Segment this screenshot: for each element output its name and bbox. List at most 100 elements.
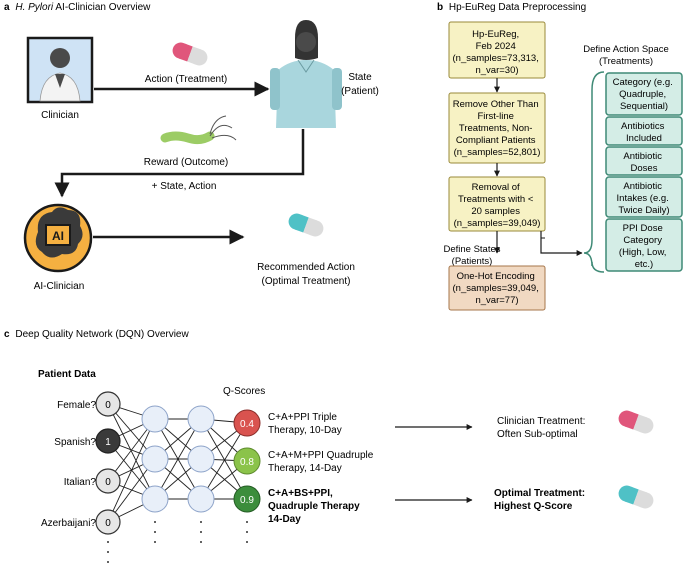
action-space-line1: Define Action Space (583, 44, 669, 55)
network-edge-l2-0-2 (200, 418, 248, 500)
panel-b-title-text: Hp-EuReg Data Preprocessing (449, 2, 586, 13)
action-item-antibiotics-text: Antibiotics Included (621, 121, 667, 144)
q-score-triple: 0.4 (240, 419, 254, 430)
define-states-line1: Define States (443, 244, 500, 255)
flow-box-source-text: Hp-EuReg, Feb 2024 (n_samples=73,313, n_… (453, 29, 542, 76)
panel-c-title: c Deep Quality Network (DQN) Overview (4, 329, 189, 340)
clinician-pill-icon (618, 410, 654, 434)
input-label-italian: Italian? (64, 477, 97, 488)
q-score-quadruple: 0.8 (240, 457, 254, 468)
reward-arrow (54, 129, 305, 198)
network-edge-l2-2-0 (200, 422, 248, 500)
q-score-node-quadruple: 0.8 (233, 447, 261, 475)
input-value-female: 0 (105, 400, 111, 411)
hidden2-node-1 (187, 405, 215, 433)
state-label-line2: (Patient) (341, 86, 379, 97)
treatment-pill-icon (172, 42, 208, 66)
panel-a-title-italic: H. Pylori (15, 2, 54, 13)
panel-c: c Deep Quality Network (DQN) Overview Pa… (4, 329, 654, 563)
network-edge-l0-0-2 (107, 403, 156, 500)
panel-c-letter: c (4, 329, 10, 340)
hidden1-ellipsis (154, 521, 156, 543)
hidden1-node-3 (141, 485, 169, 513)
clinician-label: Clinician (41, 110, 79, 121)
flow-box-encoding (448, 265, 546, 311)
hidden1-node-1 (141, 405, 169, 433)
patient-data-label: Patient Data (38, 369, 96, 380)
input-node-italian: 0 (95, 468, 121, 494)
clinician-icon (26, 36, 94, 104)
action-item-doses-text: Antibiotic Doses (623, 151, 664, 174)
ai-badge-text: AI (52, 229, 64, 243)
action-item-intakes-text: Antibiotic Intakes (e.g. Twice Daily) (617, 181, 672, 216)
action-item-ppi-text: PPI Dose Category (High, Low, etc.) (619, 223, 669, 270)
action-space-bracket (583, 71, 605, 273)
clinician-treatment-line1: Clinician Treatment: (497, 416, 585, 427)
panel-a-title: a H. Pylori AI-Clinician Overview (4, 2, 151, 13)
state-label-line1: State (348, 72, 372, 83)
input-label-female: Female? (57, 400, 96, 411)
q-scores-label: Q-Scores (223, 386, 265, 397)
clinician-treatment-line2: Often Sub-optimal (497, 429, 578, 440)
optimal-pill-icon (618, 485, 654, 509)
output-label-quad-1: C+A+M+PPI Quadruple (268, 450, 374, 461)
action-label: Action (Treatment) (145, 74, 227, 85)
input-node-female: 0 (95, 391, 121, 417)
output-ellipsis (246, 521, 248, 543)
define-states-line2: (Patients) (452, 256, 493, 267)
output-label-bismuth-3: 14-Day (268, 514, 301, 525)
recommended-pill-icon (288, 213, 324, 237)
panel-a-letter: a (4, 2, 10, 13)
ai-clinician-label: AI-Clinician (34, 281, 85, 292)
input-value-italian: 0 (105, 477, 111, 488)
network-edge-l0-3-0 (107, 418, 156, 523)
flow-box-removal-text: Removal of Treatments with < 20 samples … (454, 182, 541, 229)
panel-a-title-rest: AI-Clinician Overview (53, 2, 151, 13)
action-space-line2: (Treatments) (599, 56, 653, 67)
network-edges (107, 403, 248, 523)
hidden2-node-3 (187, 485, 215, 513)
flow-box-encoding-text: One-Hot Encoding (n_samples=39,049, n_va… (453, 271, 542, 306)
panel-b-title: b Hp-EuReg Data Preprocessing (437, 2, 586, 13)
recommended-line1: Recommended Action (257, 262, 355, 273)
action-item-intakes (605, 176, 683, 218)
action-space-arrow (540, 231, 583, 256)
input-ellipsis (107, 541, 109, 563)
output-label-bismuth-1: C+A+BS+PPI, (268, 488, 333, 499)
input-value-spanish: 1 (105, 437, 111, 448)
panel-b-letter: b (437, 2, 443, 13)
ai-clinician-icon: AI (23, 203, 93, 273)
input-label-azerbaijani: Azerbaijani? (41, 518, 96, 529)
output-label-triple-2: Therapy, 10-Day (268, 425, 342, 436)
panel-b: b Hp-EuReg Data Preprocessing Hp-EuReg, … (437, 2, 683, 311)
patient-icon (270, 20, 342, 128)
action-item-category (605, 72, 683, 116)
action-item-doses (605, 146, 683, 176)
input-node-azerbaijani: 0 (95, 509, 121, 535)
recommended-line2: (Optimal Treatment) (262, 276, 351, 287)
output-label-quad-2: Therapy, 14-Day (268, 463, 342, 474)
action-item-antibiotics (605, 116, 683, 146)
reward-label: Reward (Outcome) (144, 157, 228, 168)
panel-a: a H. Pylori AI-Clinician Overview Clinic… (4, 2, 379, 292)
action-item-ppi (605, 218, 683, 272)
panel-c-title-text: Deep Quality Network (DQN) Overview (15, 329, 189, 340)
q-score-node-bismuth: 0.9 (233, 485, 261, 513)
network-edge-l1-2-0 (154, 418, 202, 500)
q-score-node-triple: 0.4 (233, 409, 261, 437)
output-label-triple-1: C+A+PPI Triple (268, 412, 337, 423)
state-action-label: + State, Action (152, 181, 217, 192)
bacterium-icon (160, 115, 237, 145)
input-node-spanish: 1 (95, 428, 121, 454)
output-label-bismuth-2: Quadruple Therapy (268, 501, 360, 512)
flow-box-firstline-text: Remove Other Than First-line Treatments,… (453, 99, 542, 158)
input-label-spanish: Spanish? (54, 437, 96, 448)
input-value-azerbaijani: 0 (105, 518, 111, 529)
hidden2-ellipsis (200, 521, 202, 543)
optimal-treatment-line2: Highest Q-Score (494, 501, 573, 512)
q-score-bismuth: 0.9 (240, 495, 254, 506)
optimal-treatment-line1: Optimal Treatment: (494, 488, 585, 499)
hidden1-node-2 (141, 445, 169, 473)
hidden2-node-2 (187, 445, 215, 473)
